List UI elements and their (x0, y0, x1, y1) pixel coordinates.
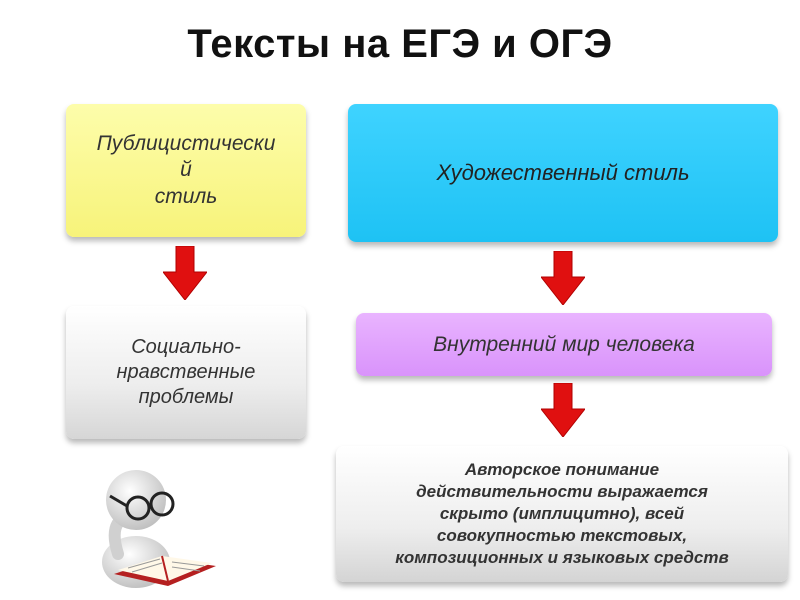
artistic-style-box: Художественный стиль (348, 104, 778, 242)
publicistic-style-box: Публицистически й стиль (66, 104, 306, 237)
publicistic-line-2: й (180, 158, 192, 182)
publicistic-line-3: стиль (154, 184, 218, 208)
author-line-5: композиционных и языковых средств (395, 548, 729, 568)
social-moral-problems-box: Социально- нравственные проблемы (66, 306, 306, 439)
author-line-4: совокупностью текстовых, (436, 526, 688, 546)
author-line-3: скрыто (имплицитно), всей (439, 503, 685, 523)
artistic-style-label: Художественный стиль (436, 160, 690, 185)
social-line-3: проблемы (138, 386, 234, 408)
down-arrow-icon (163, 246, 207, 300)
publicistic-line-1: Публицистически (96, 132, 276, 156)
inner-world-label: Внутренний мир человека (433, 332, 695, 356)
social-line-1: Социально- (131, 336, 241, 358)
inner-world-box: Внутренний мир человека (356, 313, 772, 376)
social-line-2: нравственные (116, 361, 256, 383)
author-line-2: действительности выражается (416, 481, 708, 501)
reading-figure-icon (102, 470, 216, 588)
slide-title: Тексты на ЕГЭ и ОГЭ (187, 22, 613, 66)
down-arrow-icon (541, 383, 585, 437)
author-understanding-box: Авторское понимание действительности выр… (336, 446, 788, 582)
author-line-1: Авторское понимание (464, 459, 660, 479)
down-arrow-icon (541, 251, 585, 305)
